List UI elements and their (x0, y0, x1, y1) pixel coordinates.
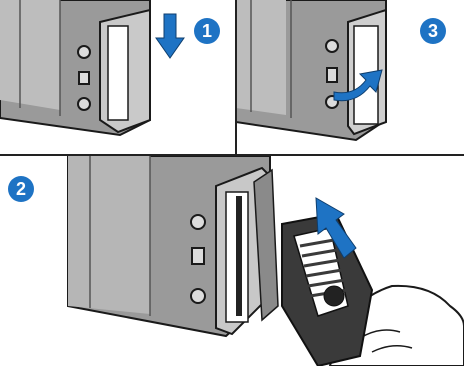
device-illustration-2 (0, 156, 464, 366)
divider-horizontal (0, 154, 464, 156)
step-badge-3: 3 (420, 18, 446, 44)
panel-step-1: 1 (0, 0, 236, 156)
step-badge-1: 1 (194, 18, 220, 44)
step-badge-2: 2 (8, 176, 34, 202)
divider-vertical (235, 0, 237, 155)
panel-step-3: 3 (236, 0, 464, 156)
arrow-down-icon (156, 14, 184, 58)
panel-step-2: 2 (0, 156, 464, 366)
memory-card (282, 214, 372, 366)
